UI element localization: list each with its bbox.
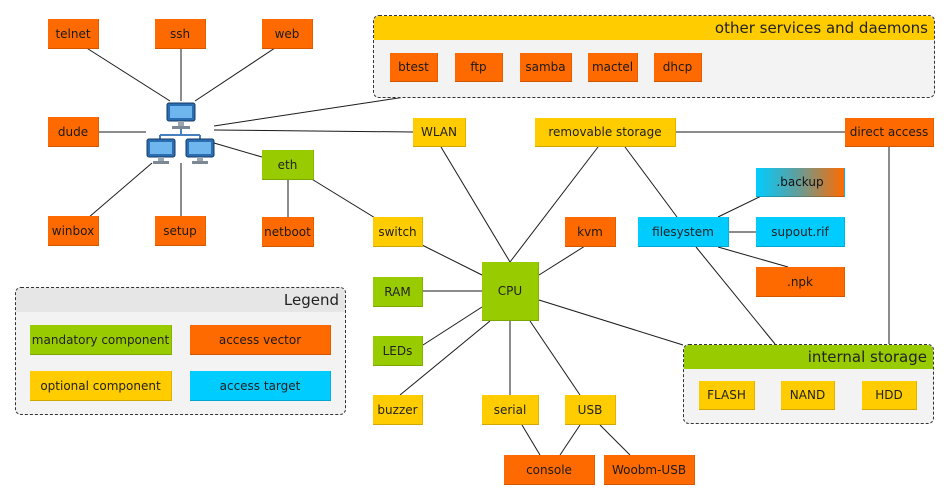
legend-title: Legend: [16, 288, 345, 312]
node-direct-access: direct access: [845, 118, 934, 147]
node-kvm: kvm: [565, 217, 616, 247]
edge-kvm-cpu: [538, 245, 586, 276]
node-npk: .npk: [756, 267, 845, 297]
node-ram: RAM: [373, 277, 423, 307]
edge-net-services: [213, 96, 406, 127]
node-mactel: mactel: [588, 53, 638, 82]
node-serial: serial: [482, 395, 539, 425]
node-winbox: winbox: [48, 216, 99, 246]
node-usb: USB: [565, 395, 616, 425]
services-group: other services and daemons btest ftp sam…: [373, 15, 935, 98]
node-flash: FLASH: [699, 381, 755, 410]
node-supout: supout.rif: [756, 217, 845, 247]
node-leds: LEDs: [373, 336, 423, 366]
edge-usb-cpu: [529, 320, 581, 396]
legend-group: Legend mandatory component access vector…: [15, 287, 346, 415]
edge-net-telnet: [73, 39, 171, 102]
node-woobm-usb: Woobm-USB: [604, 455, 695, 485]
internal-storage-title: internal storage: [684, 345, 933, 369]
node-filesystem: filesystem: [638, 217, 729, 247]
node-btest: btest: [390, 53, 438, 82]
node-dhcp: dhcp: [654, 53, 702, 82]
node-netboot: netboot: [262, 217, 314, 247]
edge-removable-fs: [624, 146, 678, 218]
node-hdd: HDD: [862, 381, 917, 410]
legend-access-vector: access vector: [190, 325, 331, 355]
node-nand: NAND: [781, 381, 835, 410]
legend-optional: optional component: [30, 371, 172, 401]
edge-leds-cpu: [422, 306, 483, 346]
node-cpu: CPU: [482, 262, 539, 321]
node-removable-storage: removable storage: [535, 118, 676, 147]
edge-usb-console: [559, 424, 581, 456]
node-setup: setup: [155, 216, 206, 246]
edge-fs-internal: [695, 246, 776, 345]
legend-access-target: access target: [190, 371, 331, 401]
edge-serial-console: [521, 424, 541, 456]
network-computers-icon: [146, 101, 216, 165]
node-web: web: [262, 19, 313, 49]
edge-net-wlan: [213, 129, 414, 133]
edge-net-eth: [213, 142, 263, 158]
edge-net-web: [194, 39, 288, 102]
node-eth: eth: [262, 150, 314, 180]
edge-cpu-internal: [538, 299, 684, 346]
internal-storage-group: internal storage FLASH NAND HDD: [683, 344, 934, 424]
node-switch: switch: [373, 217, 423, 247]
node-ftp: ftp: [455, 53, 503, 82]
node-console: console: [504, 455, 595, 485]
edge-switch-cpu: [421, 244, 483, 276]
services-group-title: other services and daemons: [374, 16, 934, 40]
node-dude: dude: [48, 117, 99, 147]
edge-wlan-cpu: [440, 146, 511, 263]
node-buzzer: buzzer: [373, 395, 423, 425]
edge-fs-npk: [717, 246, 789, 268]
node-backup: .backup: [756, 168, 845, 197]
edge-usb-woobm: [599, 424, 631, 456]
node-telnet: telnet: [48, 19, 99, 49]
edge-removable-cpu: [509, 146, 599, 263]
node-ssh: ssh: [155, 19, 206, 49]
node-samba: samba: [520, 53, 572, 82]
node-wlan: WLAN: [413, 118, 466, 147]
legend-mandatory: mandatory component: [30, 325, 172, 355]
edge-buzzer-cpu: [399, 320, 491, 396]
